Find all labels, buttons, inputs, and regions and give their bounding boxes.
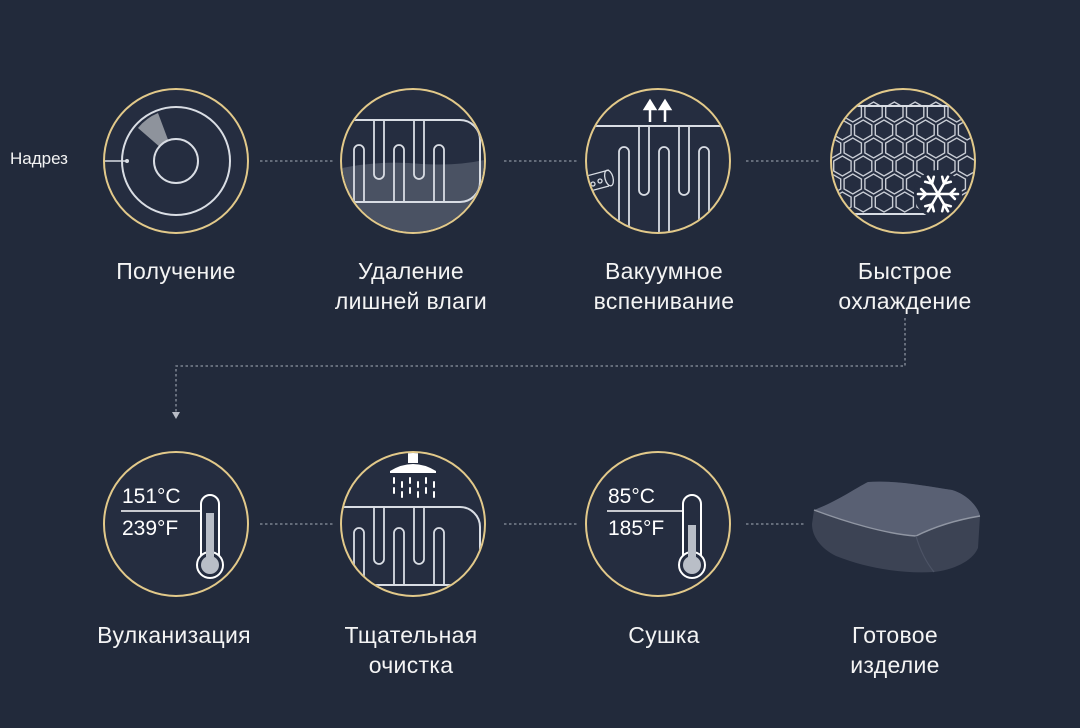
step-4-circle <box>830 88 976 234</box>
vulcanization-temp-f: 239°F <box>122 517 178 540</box>
connector-4-5 <box>175 318 906 412</box>
step-7-circle: 85°C 185°F <box>585 451 731 597</box>
shower-icon <box>342 453 481 586</box>
step-7-label: Сушка <box>628 622 700 648</box>
pillow-icon <box>812 481 981 573</box>
step-3-circle: air <box>585 88 731 234</box>
drying-temp-f: 185°F <box>608 517 664 540</box>
cut-label: Надрез <box>10 149 68 168</box>
thermometer-icon: 85°C 185°F <box>607 485 706 579</box>
vulcanization-temp-c: 151°C <box>122 485 181 508</box>
step-6-circle <box>340 451 486 597</box>
vacuum-foaming-icon: air <box>587 98 729 232</box>
snowflake-icon <box>832 101 974 218</box>
step-5-circle: 151°C 239°F <box>103 451 249 597</box>
step-5-label: Вулканизация <box>97 622 251 648</box>
step-1-label: Получение <box>116 258 236 284</box>
moisture-removal-icon <box>342 119 484 232</box>
step-1-circle <box>103 88 249 234</box>
cut-target-icon <box>105 106 231 216</box>
arrow-down-icon <box>172 412 180 419</box>
thermometer-icon: 151°C 239°F <box>121 485 224 579</box>
drying-temp-c: 85°C <box>608 485 655 508</box>
step-2-circle <box>340 88 486 234</box>
